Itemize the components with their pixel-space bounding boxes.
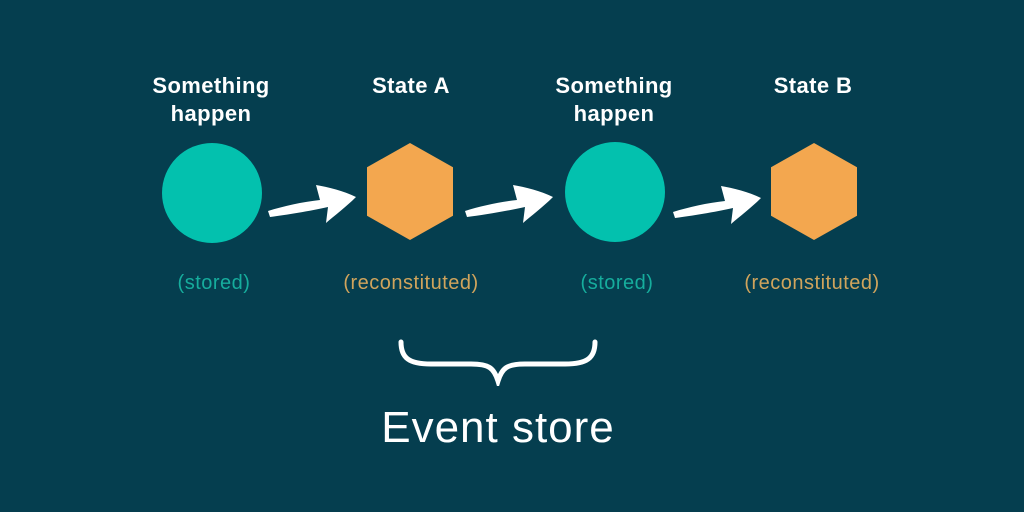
event-1-label: Something happen <box>152 73 270 126</box>
arrow-icon <box>268 185 356 223</box>
state-a-caption: (reconstituted) <box>343 272 479 294</box>
event-1-circle <box>162 143 262 243</box>
state-b-label: State B <box>773 73 853 98</box>
event-2-circle <box>565 142 665 242</box>
event-2-label: Something happen <box>555 73 673 126</box>
arrow-icon <box>673 186 761 224</box>
state-b-hexagon <box>771 143 857 240</box>
event-store-title: Event store <box>381 403 615 452</box>
arrow-icon <box>465 185 553 223</box>
underbrace-icon <box>398 339 598 386</box>
state-b-caption: (reconstituted) <box>744 272 880 294</box>
event-1-caption: (stored) <box>177 272 251 294</box>
state-a-label: State A <box>372 73 450 98</box>
event-2-caption: (stored) <box>580 272 654 294</box>
state-a-hexagon <box>367 143 453 240</box>
